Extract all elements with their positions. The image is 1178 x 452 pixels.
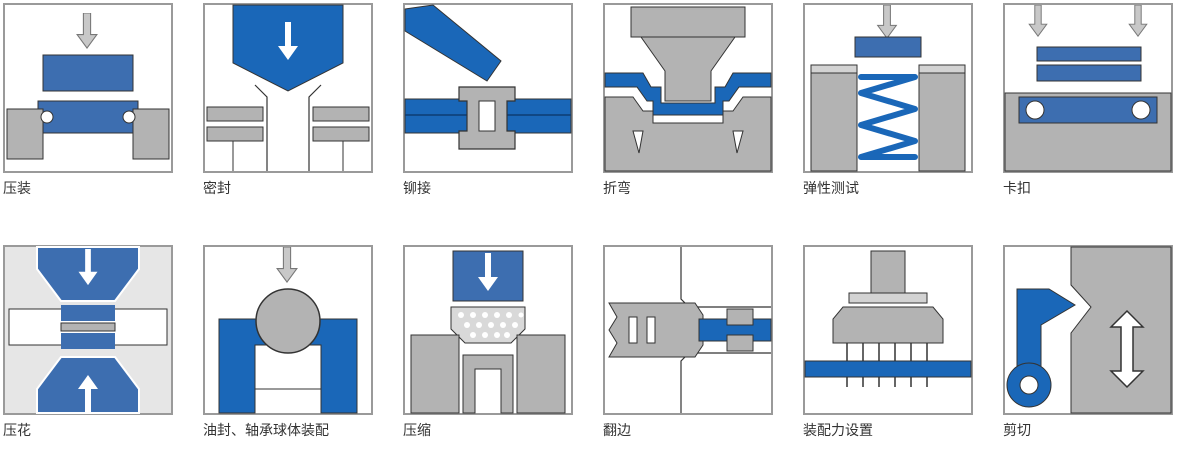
tile-label: 剪切	[1003, 423, 1031, 439]
riveting-diagram	[403, 3, 573, 173]
tile-label: 翻边	[603, 423, 631, 439]
tile-label: 卡扣	[1003, 181, 1031, 197]
press-fit-diagram	[3, 3, 173, 173]
shearing-diagram	[1003, 245, 1173, 415]
tile-label: 铆接	[403, 181, 431, 197]
sealing-diagram	[203, 3, 373, 173]
bending-diagram	[603, 3, 773, 173]
shrinking-diagram	[403, 245, 573, 415]
double-arrow-icon	[1109, 309, 1145, 389]
tile-label: 压装	[3, 181, 31, 197]
tile-label: 密封	[203, 181, 231, 197]
flanging-diagram	[603, 245, 773, 415]
snap-fit-diagram	[1003, 3, 1173, 173]
oil-seal-bearing-diagram	[203, 245, 373, 415]
tile-label: 压缩	[403, 423, 431, 439]
tile-label: 油封、轴承球体装配	[203, 423, 329, 439]
tile-label: 弹性测试	[803, 181, 859, 197]
tile-label: 折弯	[603, 181, 631, 197]
force-setting-diagram	[803, 245, 973, 415]
tile-label: 装配力设置	[803, 423, 873, 439]
embossing-diagram	[3, 245, 173, 415]
spring-test-diagram	[803, 3, 973, 173]
tile-label: 压花	[3, 423, 31, 439]
